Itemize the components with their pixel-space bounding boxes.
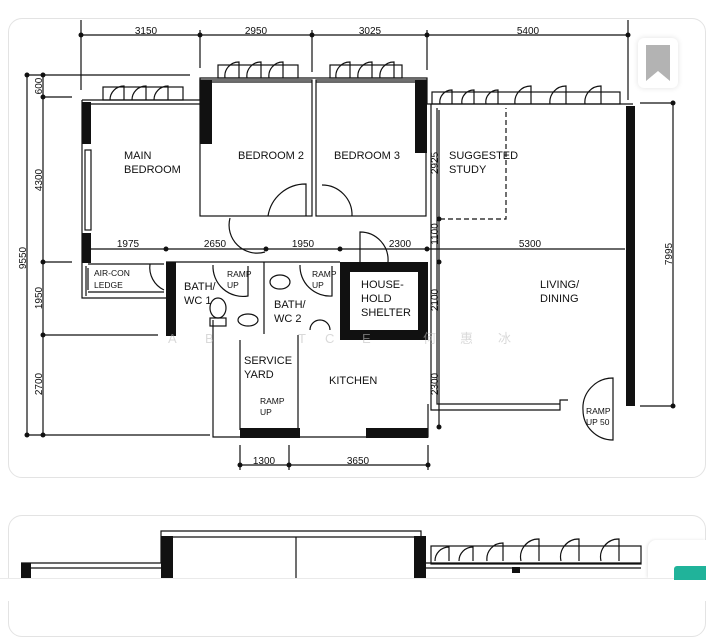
watermark-char: T — [298, 331, 306, 346]
room-label-shelter: HOUSE- — [361, 279, 404, 291]
dim-top-3: 3025 — [359, 26, 382, 37]
dim-top-1: 3150 — [135, 26, 158, 37]
floorplan-image-2 — [21, 530, 642, 581]
ramp-label-2: RAMP — [312, 269, 337, 279]
bookmark-button[interactable] — [638, 38, 678, 88]
dim-mid-3: 1950 — [292, 239, 315, 250]
room-label-dining: DINING — [540, 293, 579, 305]
dim-left-5: 2700 — [34, 372, 45, 395]
dim-inner-4: 2300 — [430, 372, 441, 395]
watermark-char: E — [362, 331, 371, 346]
ramp-label-2b: UP — [312, 280, 324, 290]
watermark-char: 惠 — [460, 331, 473, 346]
watermark-char: 何 — [423, 331, 436, 346]
floorplan-image: 3150 2950 3025 5400 600 4300 9550 1950 2… — [18, 20, 676, 470]
watermark-char: B — [205, 331, 214, 346]
dim-right: 7995 — [664, 242, 675, 265]
dim-top-2: 2950 — [245, 26, 268, 37]
dim-bottom-1: 1300 — [253, 456, 276, 467]
room-label-bath2-2: WC 2 — [274, 313, 302, 325]
dim-mid-5: 5300 — [519, 239, 542, 250]
room-label-bath1-2: WC 1 — [184, 295, 212, 307]
room-label-kitchen: KITCHEN — [329, 375, 377, 387]
room-label-living: LIVING/ — [540, 279, 580, 291]
dim-inner-1: 2925 — [430, 151, 441, 174]
dim-left-1: 600 — [34, 77, 45, 94]
room-label-study: SUGGESTED — [449, 150, 518, 162]
room-label-shelter-2: HOLD — [361, 293, 392, 305]
ramp-label-3: RAMP — [260, 396, 285, 406]
floorplan-card-2[interactable] — [8, 515, 706, 637]
chat-button[interactable] — [674, 566, 706, 580]
dim-bottom-2: 3650 — [347, 456, 370, 467]
room-label-bath1: BATH/ — [184, 281, 217, 293]
watermark-char: C — [325, 331, 334, 346]
dim-mid-4: 2300 — [389, 239, 412, 250]
ramp-label-4b: UP 50 — [586, 417, 610, 427]
bottom-bar — [0, 578, 706, 601]
room-label-service-yard: SERVICE — [244, 355, 292, 367]
dim-left-2: 4300 — [34, 168, 45, 191]
dim-inner-3: 2100 — [430, 288, 441, 311]
ramp-label-3b: UP — [260, 407, 272, 417]
ramp-label-4: RAMP — [586, 406, 611, 416]
dim-inner-2: 1100 — [430, 223, 441, 245]
dim-mid-2: 2650 — [204, 239, 227, 250]
room-label-shelter-3: SHELTER — [361, 307, 411, 319]
watermark-char: A — [168, 331, 177, 346]
dim-top-4: 5400 — [517, 26, 540, 37]
room-label-bedroom3: BEDROOM 3 — [334, 150, 400, 162]
ramp-label-1b: UP — [227, 280, 239, 290]
room-label-study-2: STUDY — [449, 164, 487, 176]
room-label-bedroom2: BEDROOM 2 — [238, 150, 304, 162]
dim-left-4: 1950 — [34, 286, 45, 309]
dim-left-3: 9550 — [18, 246, 29, 269]
bookmark-icon — [646, 45, 670, 81]
room-label-bath2: BATH/ — [274, 299, 307, 311]
room-label-main-bedroom: MAIN — [124, 150, 152, 162]
dim-mid-1: 1975 — [117, 239, 140, 250]
watermark-char: 冰 — [498, 331, 511, 346]
ramp-label-1: RAMP — [227, 269, 252, 279]
room-label-main-bedroom-2: BEDROOM — [124, 164, 181, 176]
room-label-service-yard-2: YARD — [244, 369, 274, 381]
room-label-aircon: AIR-CON — [94, 268, 130, 278]
room-label-aircon-2: LEDGE — [94, 280, 123, 290]
